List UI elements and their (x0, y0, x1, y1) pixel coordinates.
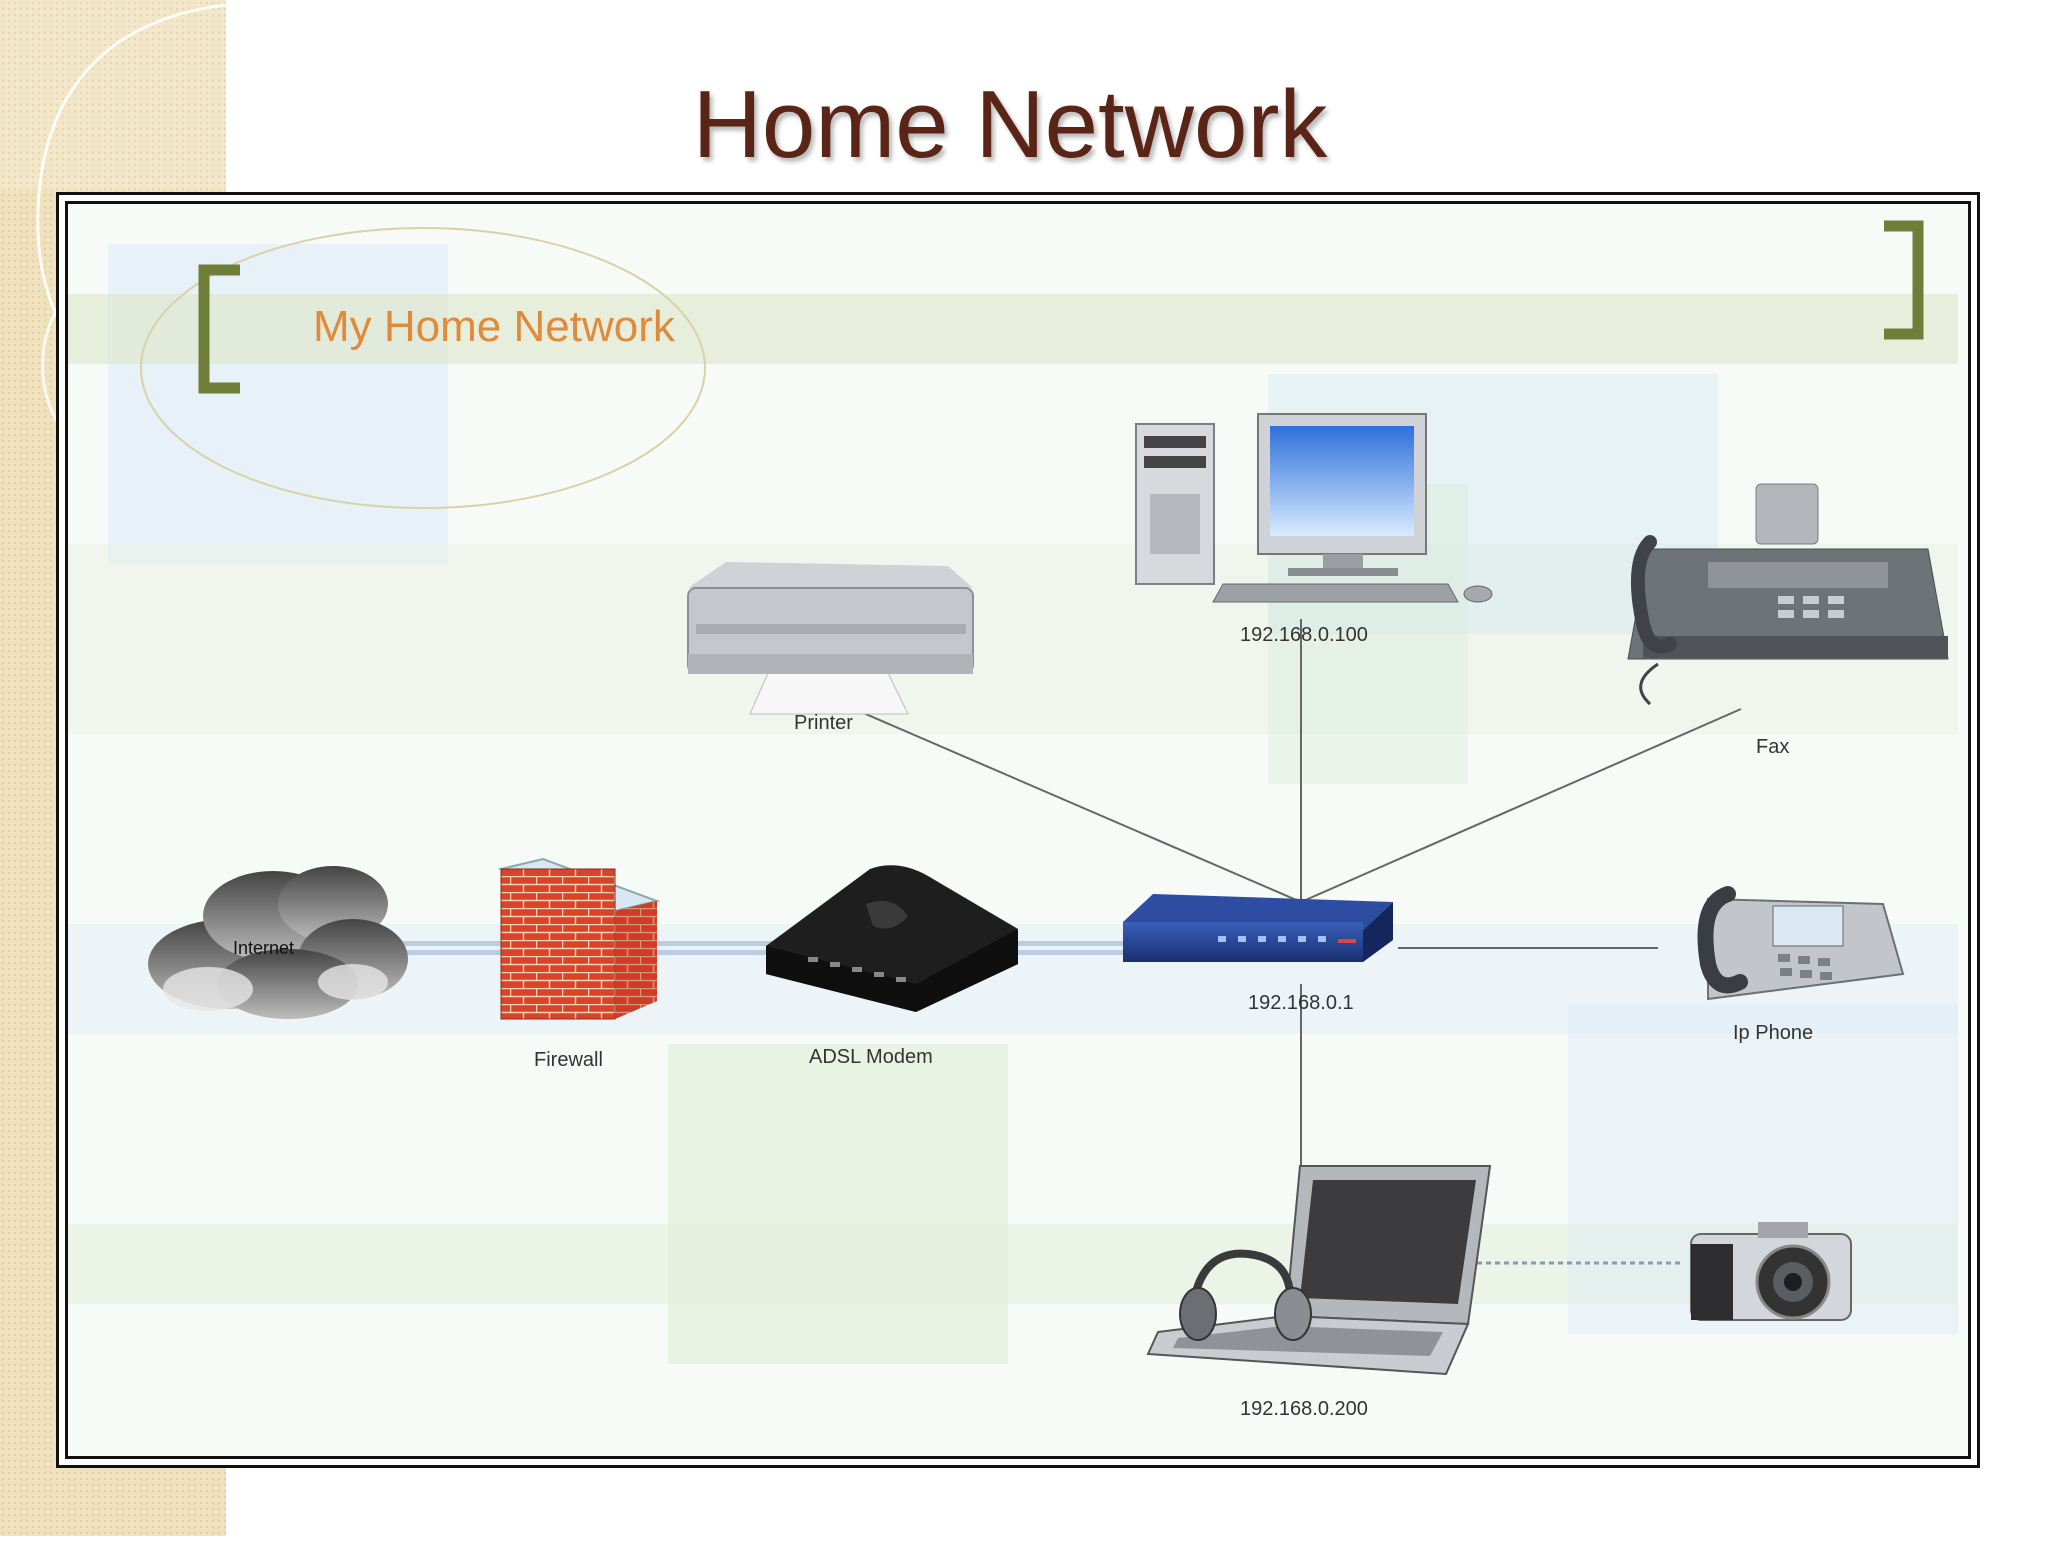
laptop-icon (1146, 1165, 1492, 1376)
router-icon (1123, 894, 1393, 962)
diagram-frame: My Home Network Internet Firewall ADSL M… (56, 192, 1980, 1468)
ip-phone-icon (1697, 886, 1905, 1001)
right-bracket (1884, 220, 1924, 340)
router-address: 192.168.0.1 (1248, 992, 1354, 1014)
background-band (668, 1044, 1008, 1364)
left-bracket (198, 264, 240, 394)
modem-label: ADSL Modem (809, 1046, 933, 1068)
modem-icon (766, 865, 1018, 1012)
printer-link (830, 698, 1302, 903)
laptop-address: 192.168.0.200 (1240, 1398, 1368, 1420)
desktop-address: 192.168.0.100 (1240, 624, 1368, 646)
fax-label: Fax (1756, 736, 1790, 758)
diagram-canvas: My Home Network Internet Firewall ADSL M… (65, 201, 1971, 1459)
ip-phone-label: Ip Phone (1733, 1022, 1814, 1044)
sidebar-arcs (0, 0, 227, 472)
cloud-icon (148, 866, 408, 1019)
printer-icon (687, 562, 974, 715)
printer-label: Printer (794, 712, 853, 734)
fax-link (1300, 708, 1742, 903)
fax-icon (1627, 483, 1949, 706)
desktop-icon (1135, 413, 1493, 603)
slide-title: Home Network (692, 71, 1328, 178)
title-ellipse (140, 227, 706, 509)
firewall-icon (497, 857, 661, 1020)
internet-label: Internet (233, 938, 295, 958)
background-band (68, 294, 1958, 364)
diagram-title: My Home Network (313, 302, 675, 351)
firewall-label: Firewall (534, 1049, 603, 1071)
network-diagram (140, 220, 1949, 1376)
camera-icon (1690, 1222, 1852, 1321)
